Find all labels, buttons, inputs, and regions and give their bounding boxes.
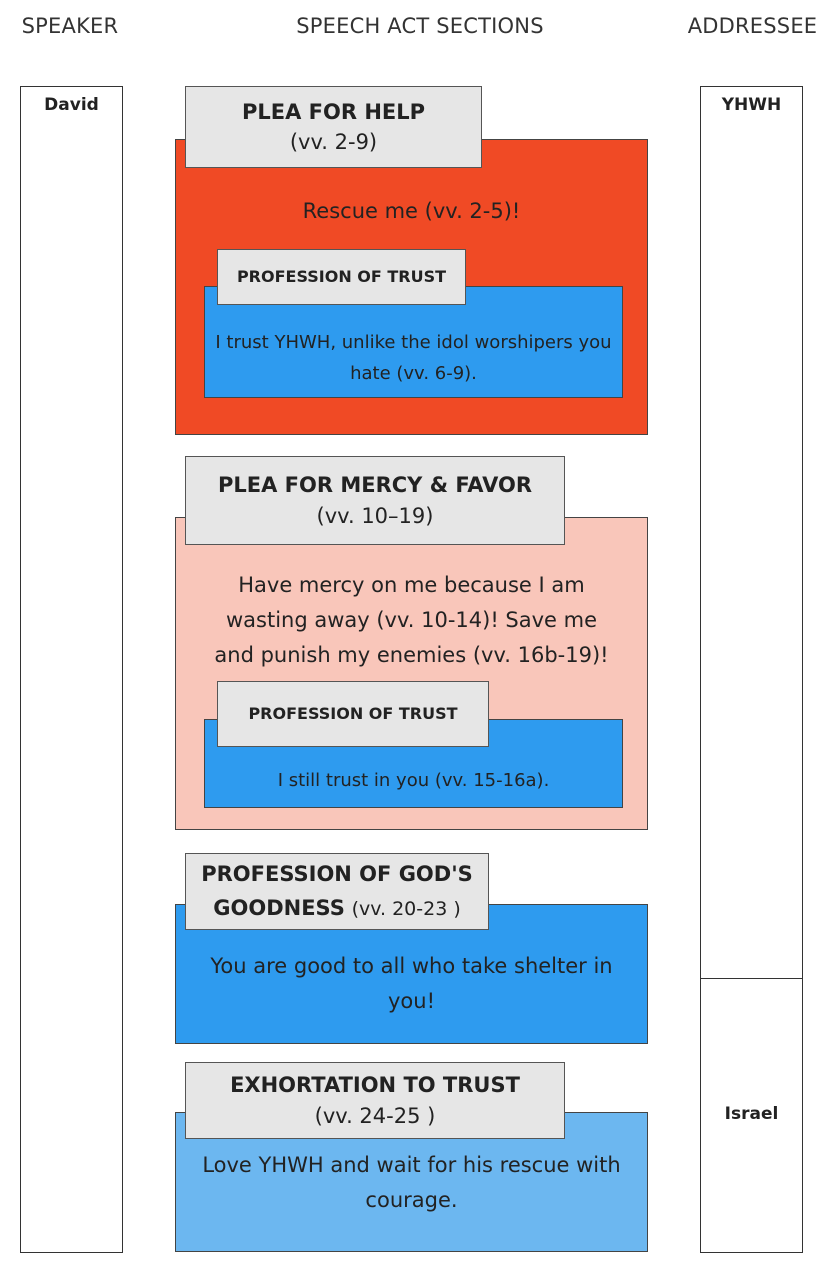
section-label: EXHORTATION TO TRUST (vv. 24-25 )	[185, 1062, 565, 1139]
section-title: EXHORTATION TO TRUST	[230, 1073, 520, 1098]
subsection-text: I trust YHWH, unlike the idol worshipers…	[215, 332, 612, 384]
subsection-title: PROFESSION OF TRUST	[236, 267, 447, 287]
section-text: You are good to all who take shelter in …	[210, 954, 613, 1013]
subsection-label: PROFESSION OF TRUST	[217, 249, 466, 305]
section-title: PLEA FOR MERCY & FAVOR	[218, 473, 532, 498]
section-verses: (vv. 10–19)	[316, 503, 434, 528]
section-label: PLEA FOR MERCY & FAVOR (vv. 10–19)	[185, 456, 565, 545]
section-title: PLEA FOR HELP	[241, 99, 426, 124]
speaker-header: SPEAKER	[21, 14, 119, 38]
addressee-header: ADDRESSEE	[687, 14, 818, 38]
section-text: Love YHWH and wait for his rescue with c…	[202, 1153, 621, 1212]
section-title: PROFESSION OF GOD'S GOODNESS	[201, 862, 473, 920]
section-label: PROFESSION OF GOD'S GOODNESS (vv. 20-23 …	[185, 853, 489, 930]
sections-header: SPEECH ACT SECTIONS	[296, 14, 544, 38]
section-label: PLEA FOR HELP (vv. 2-9)	[185, 86, 482, 168]
addressee-israel: Israel	[700, 979, 803, 1253]
section-verses: (vv. 2-9)	[289, 130, 378, 154]
section-text: Rescue me (vv. 2-5)!	[302, 199, 521, 223]
section-text: Have mercy on me because I am wasting aw…	[214, 573, 609, 667]
addressee-yhwh: YHWH	[700, 86, 803, 980]
addressee-name: Israel	[724, 1104, 779, 1124]
section-verses: (vv. 20-23 )	[351, 898, 461, 920]
section-verses: (vv. 24-25 )	[314, 1103, 436, 1128]
subsection-label: PROFESSION OF TRUST	[217, 681, 489, 747]
speaker-column: David	[20, 86, 123, 1253]
subsection-title: PROFESSION OF TRUST	[248, 704, 458, 724]
addressee-name: YHWH	[721, 95, 782, 115]
subsection-text: I still trust in you (vv. 15-16a).	[277, 770, 550, 791]
speaker-name: David	[44, 95, 99, 115]
